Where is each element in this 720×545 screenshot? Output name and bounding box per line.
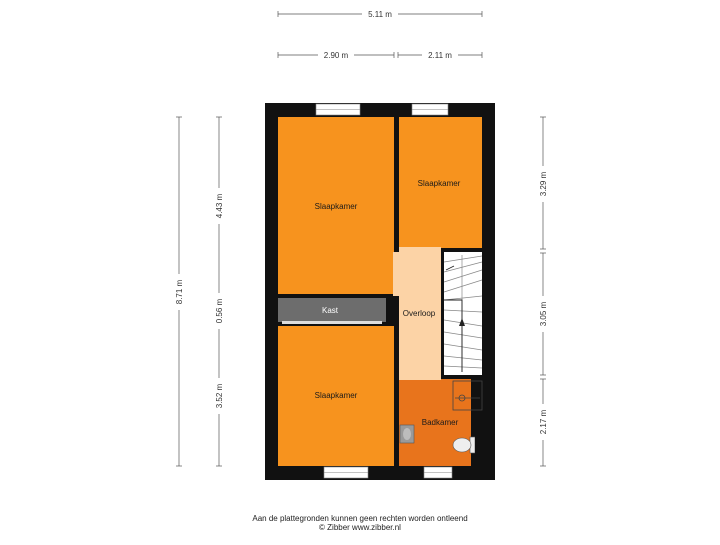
room-closet [278,298,386,322]
closet-door-strip [282,321,382,324]
room-bedroom-top-left [278,117,394,294]
dim-total-width: 5.11 m [368,10,392,19]
bathroom-fixtures [399,380,483,466]
dim-width-right: 2.11 m [428,51,452,60]
label-bathroom: Badkamer [422,418,459,427]
shower-drain-icon [458,394,466,402]
label-bedroom-top-left: Slaapkamer [315,202,358,211]
landing-opening-left [393,252,400,296]
dim-width-left: 2.90 m [324,51,349,60]
dim-total-height: 8.71 m [175,279,184,304]
disclaimer-text: Aan de plattegronden kunnen geen rechten… [252,514,468,523]
bathroom-wall-stub [475,427,482,466]
room-bedroom-bottom-left [278,326,394,466]
room-landing [399,252,441,375]
shower-area [452,380,483,411]
stairs-arrow-icon [459,318,465,326]
toilet-icon [452,437,472,453]
landing-opening-top [399,247,441,253]
room-bedroom-top-right [399,117,482,248]
label-landing: Overloop [403,309,436,318]
dim-left-mid: 0.56 m [215,298,224,323]
dim-right-top: 3.29 m [539,171,548,196]
windows [315,103,453,479]
label-bedroom-bottom-left: Slaapkamer [315,391,358,400]
staircase [443,255,483,372]
dim-left-bottom: 3.52 m [215,383,224,408]
label-bedroom-top-right: Slaapkamer [418,179,461,188]
landing-opening-bottom [399,374,441,380]
dim-right-mid: 3.05 m [539,301,548,326]
dimension-label-backgrounds [173,8,549,440]
copyright-link[interactable]: © Zibber www.zibber.nl [319,523,401,532]
dim-right-bottom: 2.17 m [539,409,548,434]
label-closet: Kast [322,306,339,315]
room-stairs [444,252,482,375]
dim-left-top: 4.43 m [215,193,224,218]
